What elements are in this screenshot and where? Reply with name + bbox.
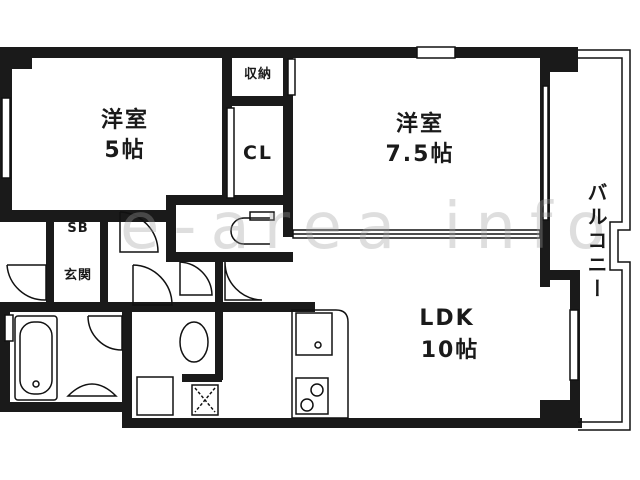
room-western-5-name: 洋室 (100, 108, 149, 133)
balcony-label: バルコニー (584, 182, 608, 302)
shoe-box-label: SB (67, 221, 89, 236)
fixtures (1, 46, 631, 431)
entrance-label: 玄関 (63, 268, 92, 283)
watermark: e-area info (120, 190, 620, 264)
room-western-5-size: 5帖 (104, 138, 146, 163)
room-ldk-size: 10帖 (420, 338, 480, 363)
room-ldk-name: LDK (419, 306, 475, 331)
room-western-7-5-size: 7.5帖 (385, 142, 455, 167)
closet-label: CL (242, 142, 274, 164)
room-western-7-5-name: 洋室 (395, 112, 444, 137)
storage-label: 収納 (243, 67, 272, 82)
